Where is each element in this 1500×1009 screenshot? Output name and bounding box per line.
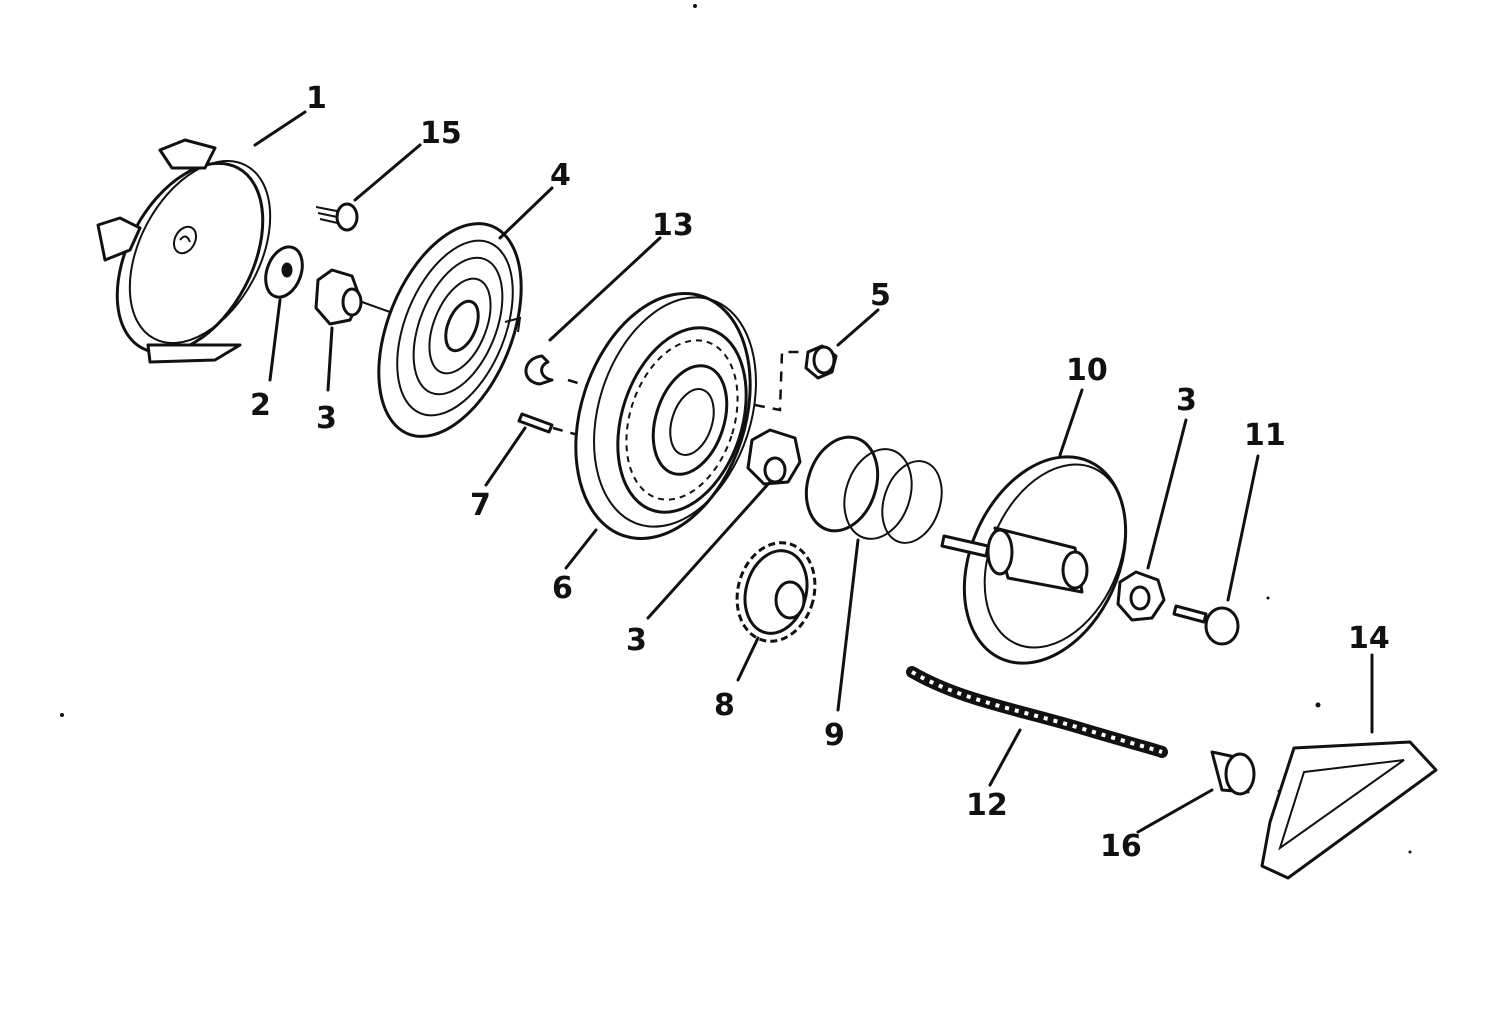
callout-12: 12: [966, 788, 1008, 823]
part-rewind-spring: [377, 222, 523, 438]
callout-10: 10: [1066, 353, 1108, 388]
callout-6: 6: [552, 571, 573, 606]
callout-2: 2: [250, 388, 271, 423]
callout-5: 5: [870, 278, 891, 313]
part-nut-b: [746, 428, 802, 486]
callout-9: 9: [824, 718, 845, 753]
scan-specks: [60, 4, 1412, 854]
callout-3: 3: [626, 623, 647, 658]
part-starter-rope: [906, 666, 1168, 758]
part-nut-c: [1116, 570, 1166, 622]
callout-14: 14: [1348, 621, 1390, 656]
callout-16: 16: [1100, 829, 1142, 864]
leader-lines: [253, 110, 1374, 834]
part-rope-handle: [1260, 740, 1438, 880]
part-pin: [517, 412, 554, 434]
part-washer: [264, 245, 304, 299]
part-bushing: [804, 344, 838, 380]
callout-8: 8: [714, 688, 735, 723]
part-spring-clip: [524, 354, 554, 386]
callout-7: 7: [470, 488, 491, 523]
part-starter-hub: [940, 455, 1128, 665]
part-housing-cover: [96, 138, 272, 364]
callout-13: 13: [652, 208, 694, 243]
callout-3: 3: [1176, 383, 1197, 418]
callout-1: 1: [306, 81, 327, 116]
callout-11: 11: [1244, 418, 1286, 453]
part-rope-pulley: [574, 292, 757, 540]
callout-labels: 1 2 3 3 3 4 5 6 7 8 9 10 11 12 13 14 15 …: [250, 81, 1390, 864]
callout-4: 4: [550, 158, 571, 193]
callout-15: 15: [420, 116, 462, 151]
part-nut-a: [314, 268, 391, 326]
part-bolt: [1172, 604, 1240, 646]
callout-3: 3: [316, 401, 337, 436]
part-screw: [315, 202, 359, 232]
part-rope-insert: [1210, 750, 1256, 796]
part-pinion-gear: [735, 541, 817, 643]
part-springs: [804, 435, 943, 544]
